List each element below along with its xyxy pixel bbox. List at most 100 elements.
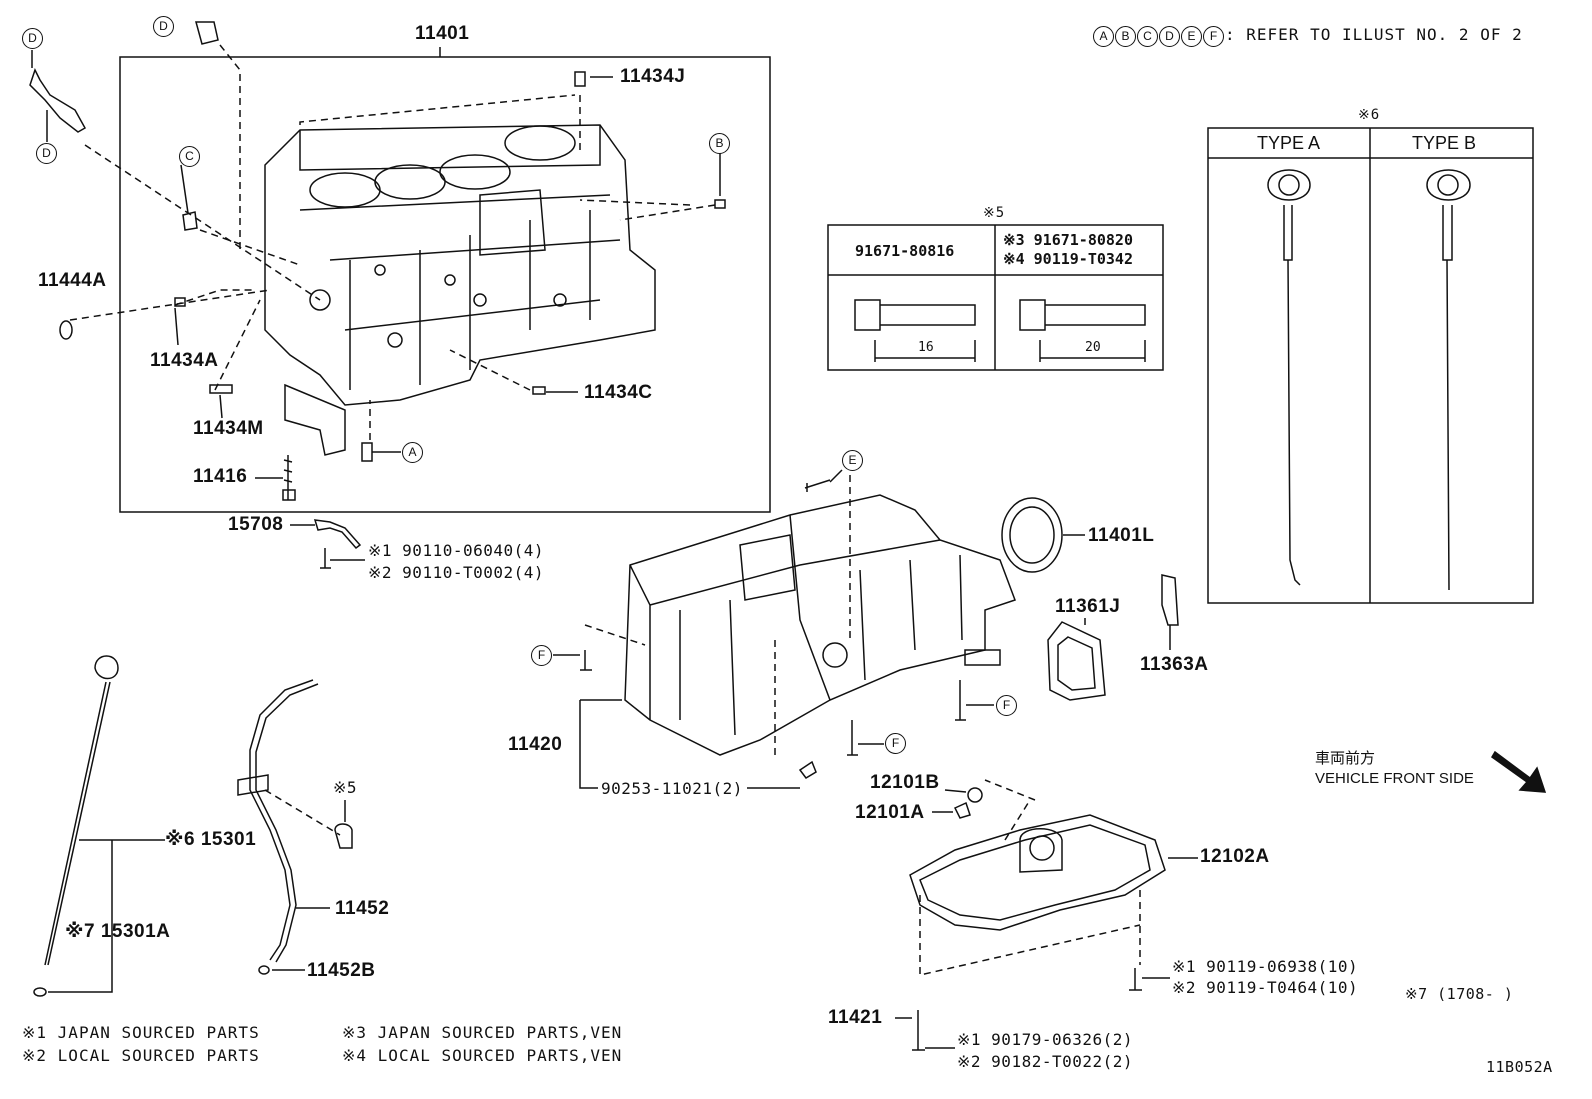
bolt-pan-icon <box>1129 968 1142 991</box>
fitting-D-icon <box>195 21 219 45</box>
part-5-label: ※5 <box>333 778 358 797</box>
callout-a: A <box>402 442 423 463</box>
legend-4: ※4 LOCAL SOURCED PARTS,VEN <box>342 1046 623 1065</box>
drain-bolt-11421-icon <box>912 1010 925 1051</box>
vehicle-front-arrow-icon <box>1491 750 1547 793</box>
diagram-code: 11B052A <box>1486 1058 1553 1076</box>
leader-11420 <box>579 699 622 789</box>
callout-d-2: D <box>153 16 174 37</box>
part-12101B-label: 12101B <box>870 772 940 793</box>
bolt-5-icon <box>334 823 353 849</box>
cylinder-block-icon <box>264 124 656 456</box>
part-11434A-label: 11434A <box>150 350 219 371</box>
dipstick-15301-icon <box>94 655 119 680</box>
pin-11434C-icon <box>532 386 546 395</box>
oil-seal-11401L-icon <box>1001 497 1063 573</box>
gasket-11361J-icon <box>1047 621 1106 701</box>
pin-B-icon <box>714 199 726 209</box>
legend-1: ※1 JAPAN SOURCED PARTS <box>22 1023 260 1042</box>
part-11363A-label: 11363A <box>1140 654 1209 675</box>
leader-11434M <box>219 394 223 419</box>
part-15301A-label: ※7 15301A <box>65 921 171 942</box>
bolt-16-icon <box>854 299 976 331</box>
bolt-F3-icon <box>847 720 858 756</box>
refer-code-b: B <box>1115 26 1136 47</box>
case-dashed-leaders <box>584 475 1036 841</box>
plug-90253-icon <box>798 760 817 779</box>
leader-15301 <box>48 839 165 993</box>
bolt-F2-icon <box>955 680 966 721</box>
block-assembly-frame <box>119 56 771 513</box>
type-a-header: TYPE A <box>1257 133 1321 153</box>
bolt-15708-icon <box>320 548 331 569</box>
bolt-table-col1-len: 16 <box>918 340 934 355</box>
refer-code-d: D <box>1159 26 1180 47</box>
drain-bolt1-label: ※1 90179-06326(2) <box>957 1030 1134 1049</box>
pin-11434M-icon <box>209 384 233 394</box>
washer-12101B-icon <box>967 787 983 803</box>
part-12102A-label: 12102A <box>1200 846 1270 867</box>
bearing-11363A-icon <box>1161 574 1179 626</box>
vehicle-front-en: VEHICLE FRONT SIDE <box>1315 770 1474 787</box>
part-11434M-label: 11434M <box>193 418 264 439</box>
oring-11452B-icon <box>258 965 270 975</box>
oring-11444A-icon <box>59 320 73 340</box>
bolt-table-col2-len: 20 <box>1085 340 1101 355</box>
callout-d-1: D <box>22 28 43 49</box>
dipstick-type-a-icon <box>1267 169 1311 201</box>
part-11434C-label: 11434C <box>584 382 653 403</box>
type-table-title: ※6 <box>1358 107 1381 123</box>
guide-11452-icon <box>249 679 314 961</box>
part-15708-bolt1-label: ※1 90110-06040(4) <box>368 541 545 560</box>
bolt-11416-icon <box>282 455 296 501</box>
part-11361J-label: 11361J <box>1055 596 1121 617</box>
leader-11434A <box>174 307 179 346</box>
callout-f-1: F <box>531 645 552 666</box>
bolt-20-icon <box>1019 299 1146 331</box>
bolt-table-frame <box>827 224 1164 371</box>
part-11416-label: 11416 <box>193 466 248 487</box>
callout-d-3: D <box>36 143 57 164</box>
refer-code-a: A <box>1093 26 1114 47</box>
part-11421-label: 11421 <box>828 1007 883 1028</box>
part-11401-label: 11401 <box>415 23 470 44</box>
bolt-F1-icon <box>580 650 592 671</box>
pin-11434J-icon <box>574 71 586 87</box>
pin-11434A-icon <box>174 297 186 307</box>
vehicle-front-jp: 車両前方 <box>1315 750 1376 767</box>
oring-15301A-icon <box>33 987 47 997</box>
callout-e: E <box>842 450 863 471</box>
part-15708-bolt2-label: ※2 90110-T0002(4) <box>368 563 545 582</box>
leader-C <box>180 164 189 214</box>
part-15301-label: ※6 15301 <box>165 829 257 850</box>
part-90253-label: 90253-11021(2) <box>601 779 743 798</box>
part-11444A-label: 11444A <box>38 270 107 291</box>
refer-code-e: E <box>1181 26 1202 47</box>
pan-bolt2-label: ※2 90119-T0464(10) <box>1172 978 1359 997</box>
pin-A-icon <box>361 442 373 462</box>
block-dashed-leaders <box>69 44 716 440</box>
part-11452-label: 11452 <box>335 898 390 919</box>
sensor-D-icon <box>29 68 87 133</box>
bolt-table-col2-part1: ※3 91671-80820 <box>1003 231 1133 249</box>
dipstick-rod <box>44 681 107 966</box>
callout-f-3: F <box>885 733 906 754</box>
refer-code-c: C <box>1137 26 1158 47</box>
part-11420-label: 11420 <box>508 734 563 755</box>
part-15708-label: 15708 <box>228 514 284 535</box>
legend-2: ※2 LOCAL SOURCED PARTS <box>22 1046 260 1065</box>
refer-code-f: F <box>1203 26 1224 47</box>
gasket-12101A-icon <box>953 801 971 819</box>
dipstick-type-b-icon <box>1426 169 1471 201</box>
bolt-table-col2-part2: ※4 90119-T0342 <box>1003 250 1133 268</box>
crankcase-11420-icon <box>624 494 1016 756</box>
legend-3: ※3 JAPAN SOURCED PARTS,VEN <box>342 1023 623 1042</box>
drain-bolt2-label: ※2 90182-T0022(2) <box>957 1052 1134 1071</box>
part-12101A-label: 12101A <box>855 802 925 823</box>
dipstick-type-table-frame <box>1207 127 1534 604</box>
callout-b: B <box>709 133 730 154</box>
refer-text: : REFER TO ILLUST NO. 2 OF 2 <box>1225 25 1523 44</box>
